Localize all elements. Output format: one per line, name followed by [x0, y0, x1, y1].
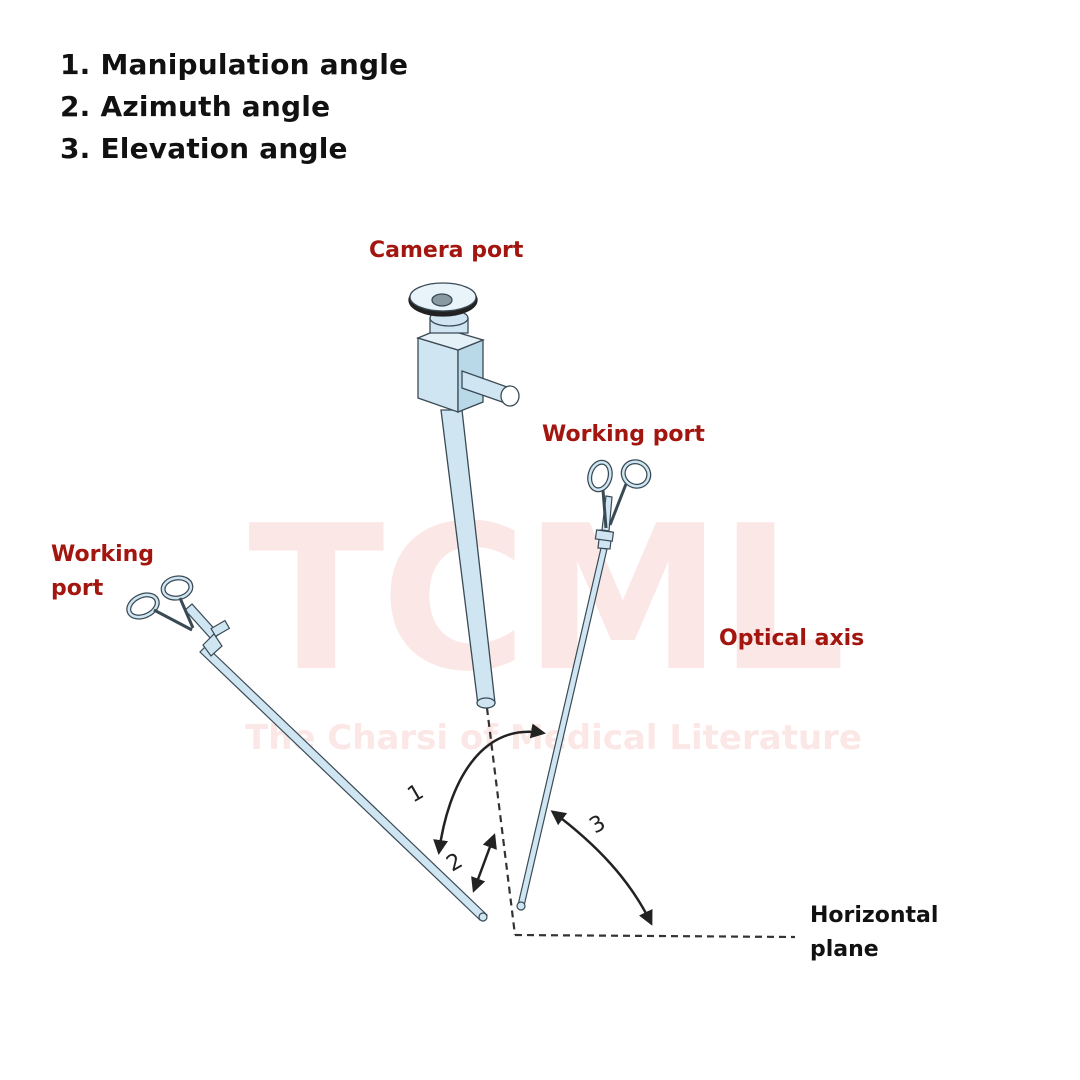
camera-telescope	[408, 282, 520, 709]
legend-item-elevation: 3. Elevation angle	[60, 132, 348, 165]
working-port-right-label: Working port	[542, 422, 705, 447]
horizontal-plane-label-line1: Horizontal	[810, 903, 939, 928]
right-working-instrument	[516, 459, 652, 911]
angle-legend: 1. Manipulation angle 2. Azimuth angle 3…	[60, 44, 408, 170]
watermark-logo-text: TCML	[248, 483, 846, 716]
left-working-instrument	[126, 575, 488, 922]
manipulation-angle-arrow	[433, 723, 546, 855]
azimuth-angle-arrow	[471, 833, 497, 893]
working-port-left-label-line2: port	[51, 576, 104, 601]
horizontal-plane-line	[514, 933, 796, 939]
legend-item-azimuth: 2. Azimuth angle	[60, 90, 331, 123]
working-port-left-label-line1: Working	[51, 542, 155, 567]
angle-number-2: 2	[443, 849, 468, 878]
legend-item-manipulation: 1. Manipulation angle	[60, 48, 409, 81]
camera-port-label: Camera port	[369, 238, 524, 263]
optical-axis-label: Optical axis	[719, 626, 865, 651]
angle-number-3: 3	[586, 811, 611, 840]
horizontal-plane-label-line2: plane	[810, 937, 879, 962]
angle-number-1: 1	[404, 780, 429, 809]
elevation-angle-arrow	[550, 810, 653, 926]
